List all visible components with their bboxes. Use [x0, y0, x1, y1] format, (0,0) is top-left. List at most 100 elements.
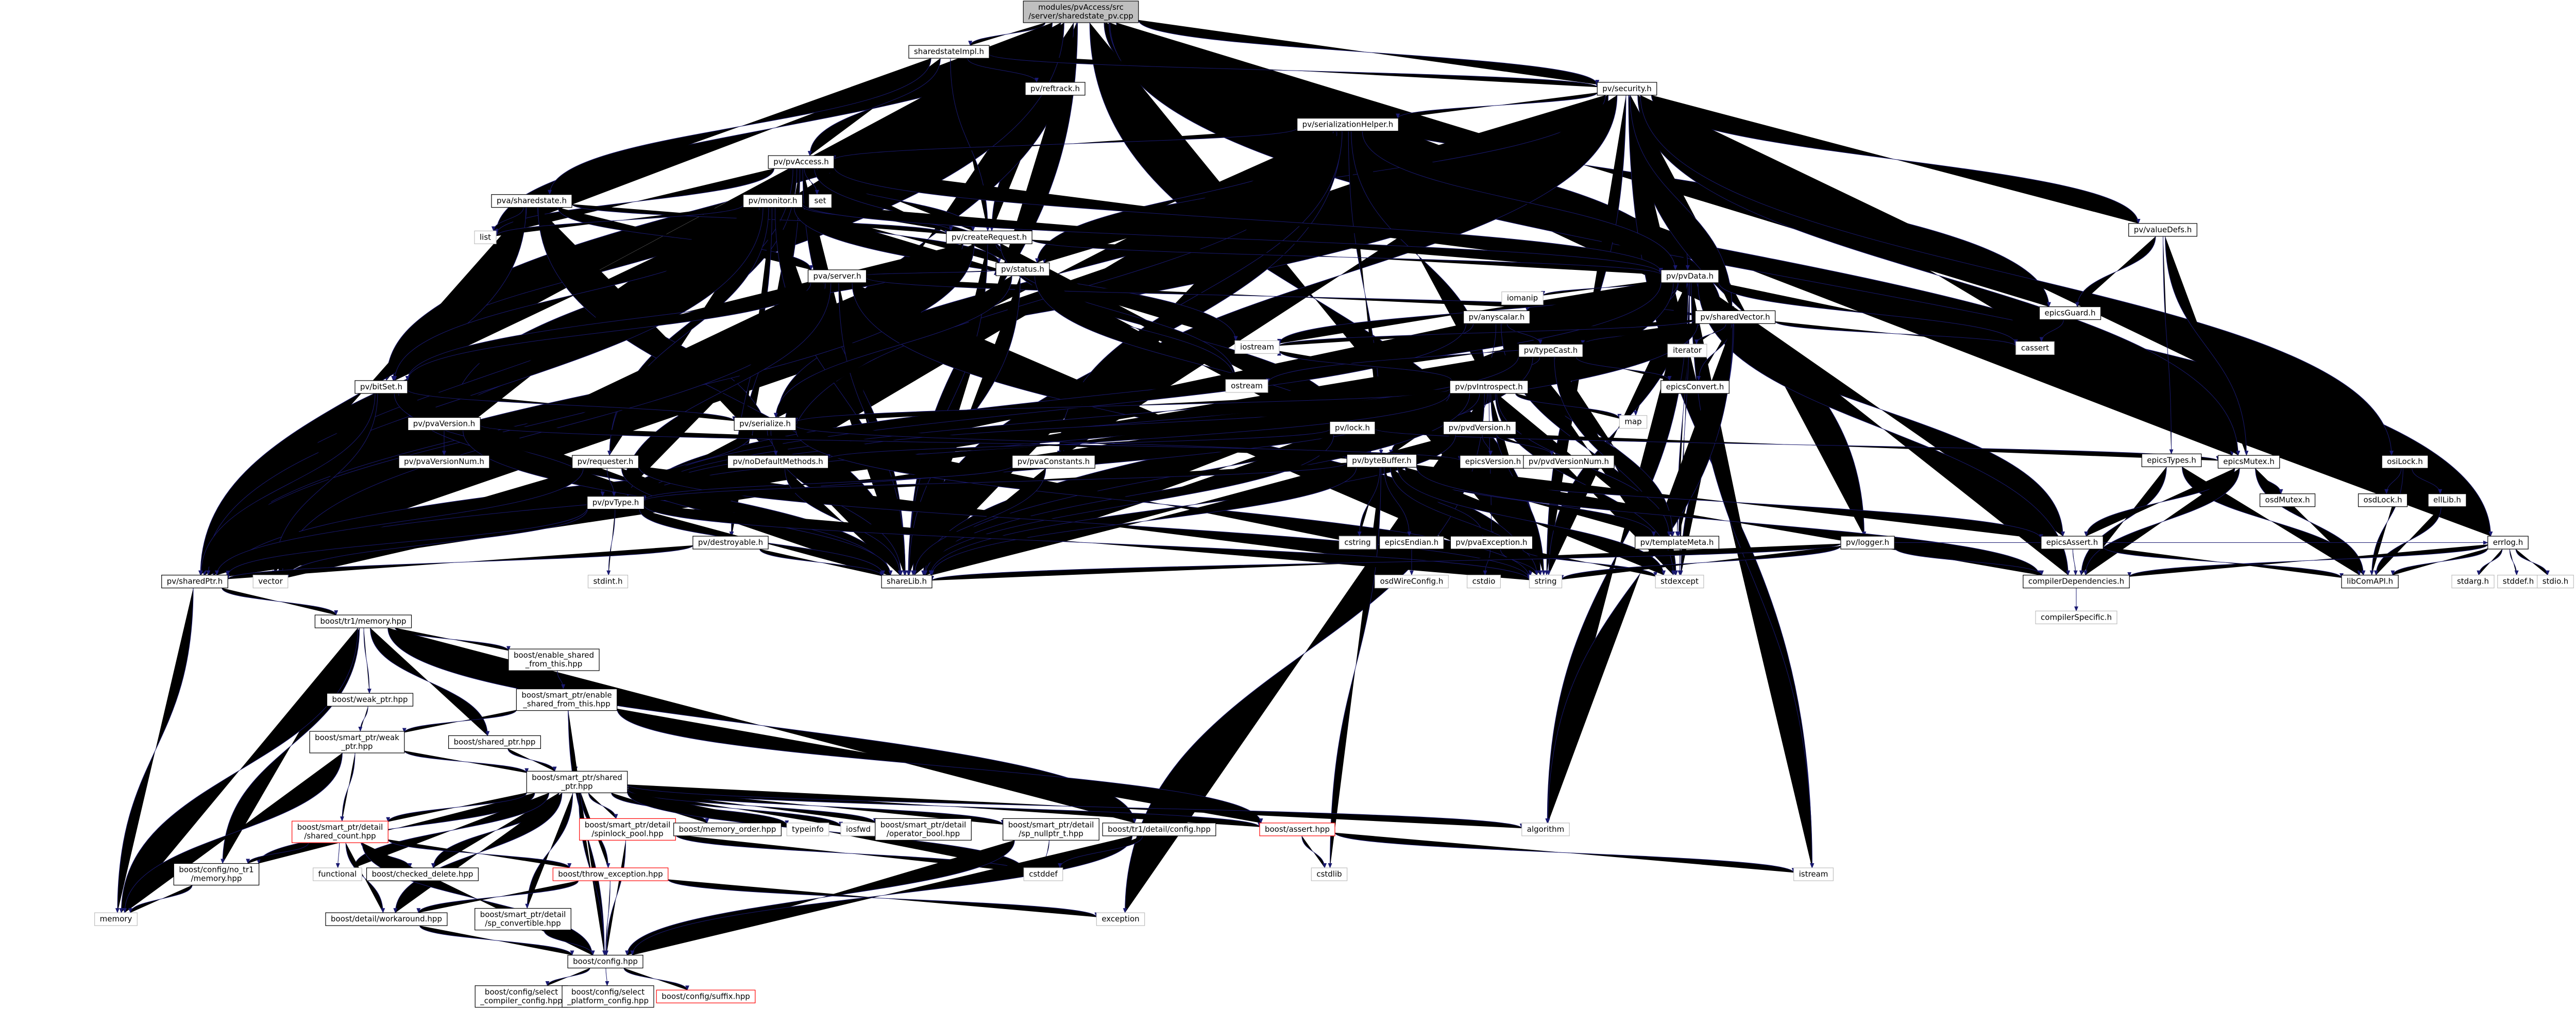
node-sp_shared_ptr[interactable]: boost/smart_ptr/shared_ptr.hpp — [526, 771, 628, 793]
node-pvaVersionNum[interactable]: pv/pvaVersionNum.h — [398, 455, 490, 469]
node-pvanyscalar[interactable]: pv/anyscalar.h — [1463, 310, 1530, 324]
node-pvpvType[interactable]: pv/pvType.h — [587, 495, 645, 510]
node-sharedstateimpl[interactable]: sharedstateImpl.h — [908, 45, 990, 59]
node-checked_delete[interactable]: boost/checked_delete.hpp — [366, 867, 479, 881]
node-throw_exception[interactable]: boost/throw_exception.hpp — [552, 867, 669, 881]
node-pvlogger[interactable]: pv/logger.h — [1840, 536, 1895, 550]
node-box — [252, 574, 289, 589]
node-pvIntrospect[interactable]: pv/pvIntrospect.h — [1449, 380, 1529, 394]
node-label: boost/tr1/detail/config.hpp — [1108, 825, 1211, 834]
node-compilerDependencies[interactable]: compilerDependencies.h — [2023, 574, 2130, 589]
node-createRequest[interactable]: pv/createRequest.h — [946, 230, 1032, 244]
node-epicsTypes[interactable]: epicsTypes.h — [2141, 453, 2202, 467]
node-weak_ptr[interactable]: boost/weak_ptr.hpp — [326, 693, 414, 707]
node-templateMeta[interactable]: pv/templateMeta.h — [1635, 536, 1719, 550]
node-pvsecurity[interactable]: pv/security.h — [1597, 82, 1657, 96]
node-epicsEndian[interactable]: epicsEndian.h — [1379, 536, 1444, 550]
node-pvmonitor[interactable]: pv/monitor.h — [742, 194, 803, 208]
node-sp_weak_ptr[interactable]: boost/smart_ptr/weak_ptr.hpp — [309, 731, 405, 754]
node-tr1_detail_config[interactable]: boost/tr1/detail/config.hpp — [1102, 823, 1216, 836]
edge-config_tr1-memory — [128, 885, 193, 914]
node-memory_order[interactable]: boost/memory_order.hpp — [673, 823, 782, 836]
node-libComAPI[interactable]: libComAPI.h — [2341, 574, 2399, 589]
node-pvaccess[interactable]: pv/pvAccess.h — [768, 155, 835, 169]
node-shared_ptr_hpp[interactable]: boost/shared_ptr.hpp — [448, 735, 541, 749]
node-label: epicsTypes.h — [2147, 455, 2196, 465]
node-sharedLib[interactable]: shareLib.h — [881, 574, 933, 589]
node-pvpvaConstants[interactable]: pv/pvaConstants.h — [1012, 455, 1095, 469]
node-box — [946, 230, 1032, 244]
node-root[interactable]: modules/pvAccess/src/server/sharedstate_… — [1023, 1, 1139, 23]
node-box — [1619, 415, 1648, 429]
edge-tr1memory-shared_ptr_hpp — [370, 628, 490, 737]
node-sp_shared_count[interactable]: boost/smart_ptr/detail/shared_count.hpp — [292, 820, 388, 843]
node-osdLock[interactable]: osdLock.h — [2358, 493, 2408, 507]
node-box — [552, 867, 669, 881]
node-detail_workaround[interactable]: boost/detail/workaround.hpp — [325, 912, 448, 926]
node-label: epicsConvert.h — [1666, 382, 1724, 391]
node-pvtypeCast[interactable]: pv/typeCast.h — [1518, 344, 1583, 357]
node-box — [562, 985, 654, 1008]
node-pvaException[interactable]: pv/pvaException.h — [1450, 536, 1533, 550]
node-pvsharedstate[interactable]: pva/sharedstate.h — [491, 194, 572, 208]
node-osdMutex[interactable]: osdMutex.h — [2259, 493, 2316, 507]
node-box — [734, 417, 796, 431]
node-label: stddef.h — [2503, 577, 2534, 586]
node-destroyable[interactable]: pv/destroyable.h — [692, 536, 769, 550]
node-box — [2487, 536, 2529, 550]
node-select_platform[interactable]: boost/config/select_platform_config.hpp — [562, 985, 654, 1008]
node-pvreftrack[interactable]: pv/reftrack.h — [1025, 82, 1086, 96]
edge-pvpvaConstants-pvpvType — [642, 465, 1013, 501]
node-sp_operator_bool[interactable]: boost/smart_ptr/detail/operator_bool.hpp — [875, 818, 972, 841]
node-pvrequester[interactable]: pv/requester.h — [572, 455, 639, 469]
edge-pvmonitor-pvData — [802, 203, 1663, 275]
node-config_tr1[interactable]: boost/config/no_tr1/memory.hpp — [173, 863, 260, 886]
node-label: list — [480, 232, 491, 242]
node-errlog[interactable]: errlog.h — [2487, 536, 2529, 550]
node-pvaserver[interactable]: pva/server.h — [807, 269, 867, 283]
node-noDefaultMethods[interactable]: pv/noDefaultMethods.h — [727, 455, 829, 469]
node-box — [1655, 574, 1704, 589]
node-epicsMutex[interactable]: epicsMutex.h — [2217, 455, 2280, 469]
edge-pvtypeCast-epicsConvert — [1576, 357, 1672, 381]
node-pvvalversion[interactable]: pv/pvaVersion.h — [408, 417, 481, 431]
node-pvbitSet[interactable]: pv/bitSet.h — [354, 380, 408, 394]
node-pvData[interactable]: pv/pvData.h — [1660, 269, 1719, 283]
node-osiLock[interactable]: osiLock.h — [2381, 455, 2429, 469]
node-boost_config[interactable]: boost/config.hpp — [567, 954, 643, 969]
node-pvserialize[interactable]: pv/serialize.h — [734, 417, 796, 431]
node-epicsConvert[interactable]: epicsConvert.h — [1660, 380, 1730, 394]
node-sp_nullptr_t[interactable]: boost/smart_ptr/detail/sp_nullptr_t.hpp — [1003, 818, 1099, 841]
node-sharedPtr[interactable]: pv/sharedPtr.h — [161, 574, 228, 589]
node-sp_spinlock_pool[interactable]: boost/smart_ptr/detail/spinlock_pool.hpp — [579, 818, 676, 841]
node-epicsGuard[interactable]: epicsGuard.h — [2039, 306, 2102, 320]
node-label: set — [815, 196, 826, 206]
node-sp_enable_shared[interactable]: boost/smart_ptr/enable_shared_from_this.… — [516, 688, 618, 711]
node-pvdVersionNum[interactable]: pv/pvdVersionNum.h — [1523, 455, 1615, 469]
node-label: compilerSpecific.h — [2041, 612, 2112, 622]
node-pvvalueDefs[interactable]: pv/valueDefs.h — [2128, 223, 2197, 237]
node-epicsAssert[interactable]: epicsAssert.h — [2041, 536, 2104, 550]
node-tr1memory[interactable]: boost/tr1/memory.hpp — [314, 614, 412, 628]
node-box — [1660, 380, 1730, 394]
node-serializationHelper[interactable]: pv/serializationHelper.h — [1297, 117, 1399, 132]
edge-pvstatus-pvserialize — [773, 276, 1012, 418]
node-select_compiler[interactable]: boost/config/select_compiler_config.hpp — [474, 985, 568, 1008]
node-enable_shared[interactable]: boost/enable_shared_from_this.hpp — [508, 648, 600, 671]
node-sharedVector[interactable]: pv/sharedVector.h — [1694, 310, 1776, 324]
node-box — [1521, 823, 1570, 836]
node-label: pv/monitor.h — [748, 196, 797, 206]
node-sp_convertible[interactable]: boost/smart_ptr/detail/sp_convertible.hp… — [474, 908, 571, 931]
node-byteBuffer[interactable]: pv/byteBuffer.h — [1346, 454, 1417, 468]
node-box — [508, 648, 600, 671]
node-pvstatus[interactable]: pv/status.h — [995, 262, 1050, 276]
edge-epicsMutex-compilerDependencies — [2083, 468, 2240, 576]
node-boost_assert[interactable]: boost/assert.hpp — [1259, 823, 1335, 836]
node-label: pv/security.h — [1602, 84, 1651, 93]
node-config_suffix[interactable]: boost/config/suffix.hpp — [656, 989, 756, 1003]
node-pvlock[interactable]: pv/lock.h — [1329, 421, 1376, 435]
node-pvpvdVersion[interactable]: pv/pvdVersion.h — [1443, 421, 1517, 435]
edge-byteBuffer-compilerDependencies — [1416, 467, 2041, 576]
node-epicsVersion[interactable]: epicsVersion.h — [1460, 455, 1527, 469]
node-ellLib[interactable]: ellLib.h — [2428, 493, 2467, 507]
